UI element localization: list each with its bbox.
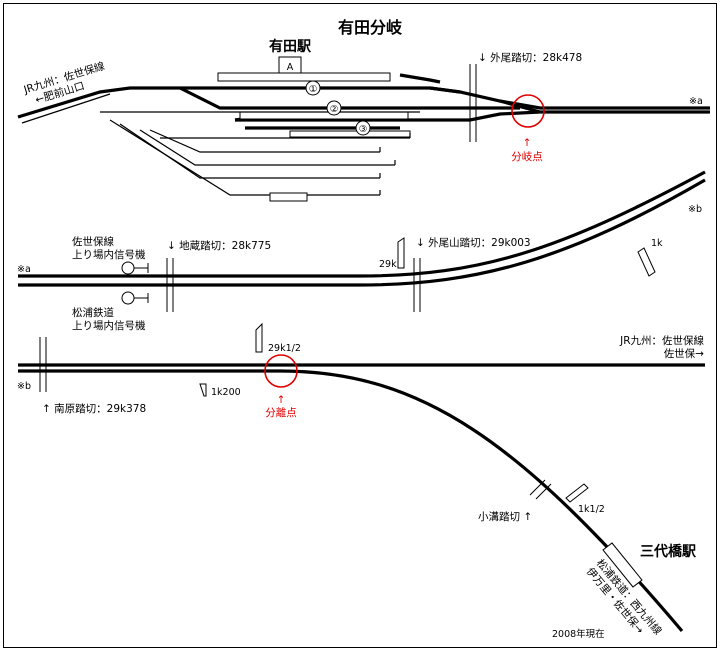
yard-siding-3 — [139, 129, 395, 166]
svg-text:①: ① — [309, 84, 318, 95]
yard-siding-2 — [119, 123, 380, 179]
hokaoyama-crossing-marks — [413, 258, 421, 312]
separation-point-label: 分離点 — [265, 406, 297, 419]
middle-panel: ※a ※b 佐世保線 上り場内信号機 松浦鉄道 上り場内信号機 ↓ 地蔵踏切：2… — [17, 170, 706, 332]
svg-text:③: ③ — [359, 124, 368, 135]
siding-upper — [399, 73, 441, 84]
kilo-post-29k-label: 29k — [379, 259, 397, 270]
ref-b-bottom: ※b — [17, 381, 31, 392]
junction-point-circle — [511, 94, 545, 128]
main-platform — [217, 72, 391, 82]
sasebo-signal-label-2: 上り場内信号機 — [72, 248, 146, 261]
ref-a-top: ※a — [689, 96, 703, 107]
kilo-post-29k-marker — [397, 237, 405, 269]
kilo-post-29k-half-marker — [255, 322, 263, 353]
kilo-post-29k-half-label: 29k1/2 — [268, 343, 301, 354]
yard-platform — [269, 192, 308, 202]
ref-b-middle: ※b — [688, 204, 702, 215]
left-siding — [21, 93, 111, 124]
platform-3 — [289, 130, 411, 138]
kilo-post-1k-half-label: 1k1/2 — [578, 504, 605, 515]
track-number-2: ② — [326, 100, 342, 116]
kilo-post-1k-label: 1k — [651, 238, 663, 249]
kilo-post-1k200-marker — [199, 383, 207, 397]
matsuura-signal-label-2: 上り場内信号機 — [72, 319, 146, 332]
sasebo-signal-icon — [121, 261, 149, 275]
komizo-crossing-marks — [529, 479, 552, 500]
mikawachi-platform — [602, 542, 643, 588]
kilo-post-1k-marker — [637, 247, 656, 277]
sasebo-signal-label-1: 佐世保線 — [72, 235, 114, 248]
arita-station-name: 有田駅 — [269, 38, 312, 55]
matsuura-signal-icon — [121, 291, 149, 305]
yard-siding-4 — [149, 129, 380, 153]
kilo-post-1k200-label: 1k200 — [211, 387, 241, 398]
track-2 — [179, 86, 520, 110]
junction-point-label: 分岐点 — [511, 150, 543, 163]
hokao-crossing-label: ↓ 外尾踏切：28k478 — [478, 51, 582, 64]
diagram-title: 有田分岐 — [338, 18, 402, 37]
komizo-crossing-label: 小溝踏切 ↑ — [478, 510, 532, 523]
jizo-crossing-marks — [166, 258, 174, 312]
destination-right-1: JR九州：佐世保線 — [619, 334, 704, 347]
mikawachi-station-name: 三代橋駅 — [640, 543, 697, 560]
kilo-post-1k-half-marker — [565, 483, 589, 503]
destination-right-2: 佐世保→ — [664, 347, 704, 360]
hokao-crossing-marks — [469, 64, 477, 142]
yard-buffer-stops — [379, 133, 411, 195]
track-2-to-matsuura — [235, 110, 710, 122]
hokaoyama-crossing-label: ↓ 外尾山踏切：29k003 — [416, 236, 531, 249]
minamihara-crossing-label: ↑ 南原踏切：29k378 — [42, 402, 146, 415]
minamihara-crossing-marks — [39, 337, 47, 392]
matsuura-signal-label-1: 松浦鉄道 — [72, 306, 114, 319]
track-number-1: ① — [305, 80, 321, 96]
sasebo-line-track-upper — [18, 170, 706, 278]
year-note: 2008年現在 — [552, 628, 605, 640]
yard-siding-outer — [109, 119, 380, 196]
matsuura-line-track-lower — [18, 178, 706, 287]
island-platform — [239, 111, 409, 120]
track-number-3: ③ — [355, 120, 371, 136]
svg-text:②: ② — [330, 104, 339, 115]
separation-point-arrow: ↑ — [277, 394, 286, 406]
platform-a-label: A — [287, 62, 294, 73]
separation-point-circle — [264, 354, 298, 388]
ref-a-middle: ※a — [17, 264, 31, 275]
jizo-crossing-label: ↓ 地蔵踏切：28k775 — [167, 239, 271, 252]
junction-point-arrow: ↑ — [523, 137, 532, 149]
